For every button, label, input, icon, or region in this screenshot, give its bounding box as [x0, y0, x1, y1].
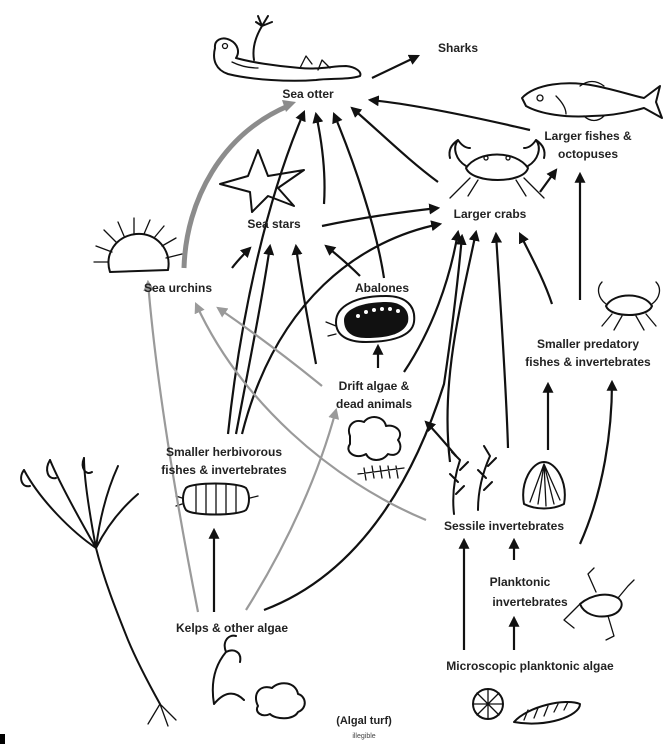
node-smaller-predatory-line1: Smaller predatory [537, 337, 639, 351]
drift-algae-illustration [348, 417, 404, 480]
node-sharks: Sharks [438, 41, 478, 55]
node-sea-otter: Sea otter [282, 87, 334, 101]
node-sessile-invertebrates: Sessile invertebrates [444, 519, 564, 533]
node-larger-crabs: Larger crabs [454, 207, 527, 221]
copepod-illustration [564, 568, 634, 640]
node-larger-fishes-line1: Larger fishes & [544, 129, 632, 143]
small-crab-illustration [599, 282, 660, 330]
node-smaller-herbivorous-line1: Smaller herbivorous [166, 445, 282, 459]
isopod-illustration [176, 484, 258, 515]
node-algal-turf: (Algal turf) [336, 715, 392, 727]
node-smaller-herbivorous-line2: fishes & invertebrates [161, 463, 287, 477]
larger-crab-illustration [449, 140, 544, 198]
node-larger-fishes-line2: octopuses [558, 147, 618, 161]
sea-otter-illustration [214, 16, 360, 81]
abalone-illustration [326, 296, 414, 342]
sea-star-illustration [220, 150, 304, 212]
node-algal-turf-sub: illegible [352, 733, 375, 740]
edge-mark [0, 734, 5, 744]
sessile-invertebrates-illustration [450, 446, 565, 514]
node-smaller-predatory-line2: fishes & invertebrates [525, 355, 651, 369]
kelp-illustration [21, 458, 176, 726]
node-abalones: Abalones [355, 281, 409, 295]
larger-fish-illustration [522, 82, 662, 121]
node-drift-algae-line1: Drift algae & [339, 379, 410, 393]
sea-urchin-illustration [94, 218, 182, 272]
node-sea-urchins: Sea urchins [144, 281, 212, 295]
algal-turf-illustration [213, 636, 305, 719]
node-kelps: Kelps & other algae [176, 621, 288, 635]
node-drift-algae-line2: dead animals [336, 397, 412, 411]
node-sea-stars: Sea stars [247, 217, 301, 231]
node-planktonic-line1: Planktonic [490, 575, 551, 589]
node-planktonic-line2: invertebrates [492, 595, 568, 609]
node-microscopic-algae: Microscopic planktonic algae [446, 659, 614, 673]
diatom-illustration [473, 689, 580, 724]
